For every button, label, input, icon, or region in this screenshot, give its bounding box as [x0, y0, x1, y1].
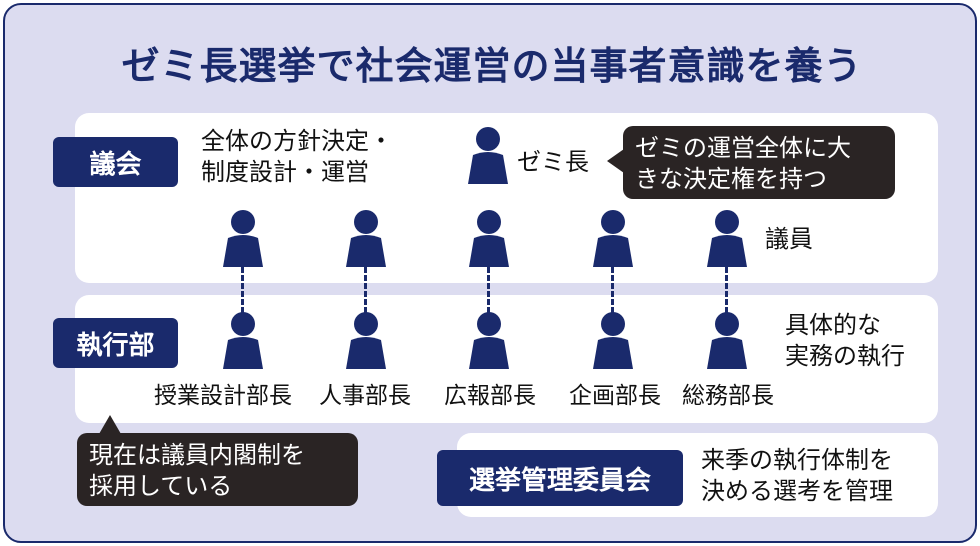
- system-callout: 現在は議員内閣制を 採用している: [77, 415, 358, 506]
- role-label: 広報部長: [444, 383, 536, 409]
- person-icon: [468, 126, 508, 184]
- executive-description: 具体的な 実務の執行: [785, 310, 905, 372]
- head-callout-line2: きな決定権を持つ: [635, 165, 827, 193]
- diagram-frame: ゼミ長選挙で社会運営の当事者意識を養う 議会 全体の方針決定・ 制度設計・運営 …: [3, 3, 977, 543]
- member-label: 議員: [765, 225, 813, 253]
- exec-desc-line1: 具体的な: [785, 311, 881, 339]
- person-icon: [223, 209, 263, 267]
- diagram-title: ゼミ長選挙で社会運営の当事者意識を養う: [121, 44, 863, 88]
- person-icon: [223, 311, 263, 369]
- person-icon: [593, 209, 633, 267]
- person-icon: [469, 311, 509, 369]
- role-label: 人事部長: [319, 383, 411, 409]
- election-desc-line1: 来季の執行体制を: [701, 446, 893, 474]
- system-callout-line1: 現在は議員内閣制を: [89, 441, 305, 469]
- connector-2: [364, 267, 367, 313]
- connector-3: [487, 267, 490, 313]
- person-icon: [346, 311, 386, 369]
- council-description: 全体の方針決定・ 制度設計・運営: [201, 126, 393, 188]
- role-label: 総務部長: [682, 383, 774, 409]
- election-desc-line2: 決める選考を管理: [701, 477, 893, 505]
- election-tag: 選挙管理委員会: [437, 450, 683, 506]
- person-icon: [469, 209, 509, 267]
- system-callout-line2: 採用している: [89, 472, 233, 500]
- exec-desc-line2: 実務の執行: [785, 342, 905, 370]
- head-label: ゼミ長: [517, 148, 589, 176]
- connector-1: [241, 267, 244, 313]
- person-icon: [593, 311, 633, 369]
- head-callout: ゼミの運営全体に大 きな決定権を持つ: [607, 126, 895, 199]
- executive-tag: 執行部: [53, 318, 178, 368]
- person-icon: [707, 311, 747, 369]
- head-callout-line1: ゼミの運営全体に大: [635, 134, 851, 162]
- council-desc-line1: 全体の方針決定・: [201, 127, 393, 155]
- election-description: 来季の執行体制を 決める選考を管理: [701, 445, 893, 507]
- council-tag: 議会: [53, 137, 178, 187]
- person-icon: [346, 209, 386, 267]
- connector-4: [611, 267, 614, 313]
- connector-5: [725, 267, 728, 313]
- role-label: 企画部長: [569, 383, 661, 409]
- council-desc-line2: 制度設計・運営: [201, 158, 369, 186]
- person-icon: [707, 209, 747, 267]
- role-label: 授業設計部長: [154, 383, 292, 409]
